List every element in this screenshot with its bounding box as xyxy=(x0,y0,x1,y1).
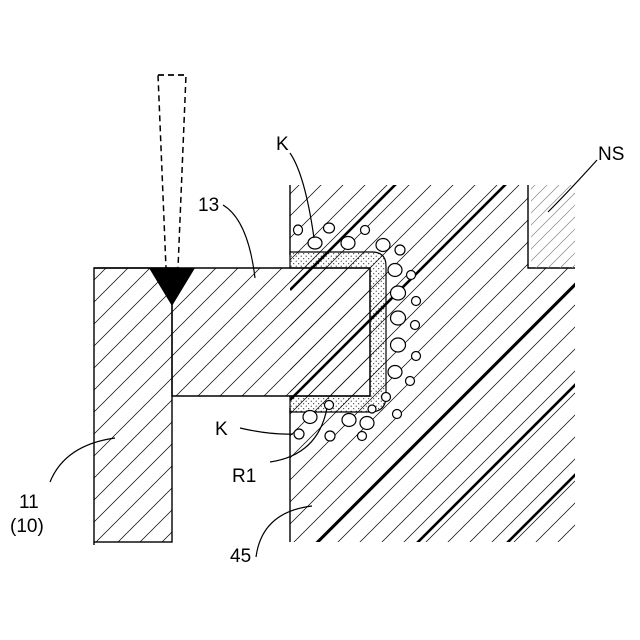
label-k-top: K xyxy=(276,134,289,155)
part-11 xyxy=(94,268,172,542)
label-k-bottom: K xyxy=(215,419,228,440)
part-13 xyxy=(172,268,370,396)
label-10: (10) xyxy=(10,516,44,537)
label-11: 11 xyxy=(19,492,39,513)
ns-region xyxy=(531,185,575,268)
label-45: 45 xyxy=(230,546,251,567)
label-r1: R1 xyxy=(232,466,256,487)
weld-torch-dashed xyxy=(158,75,186,268)
label-ns: NS xyxy=(598,144,624,165)
label-13: 13 xyxy=(198,195,219,216)
